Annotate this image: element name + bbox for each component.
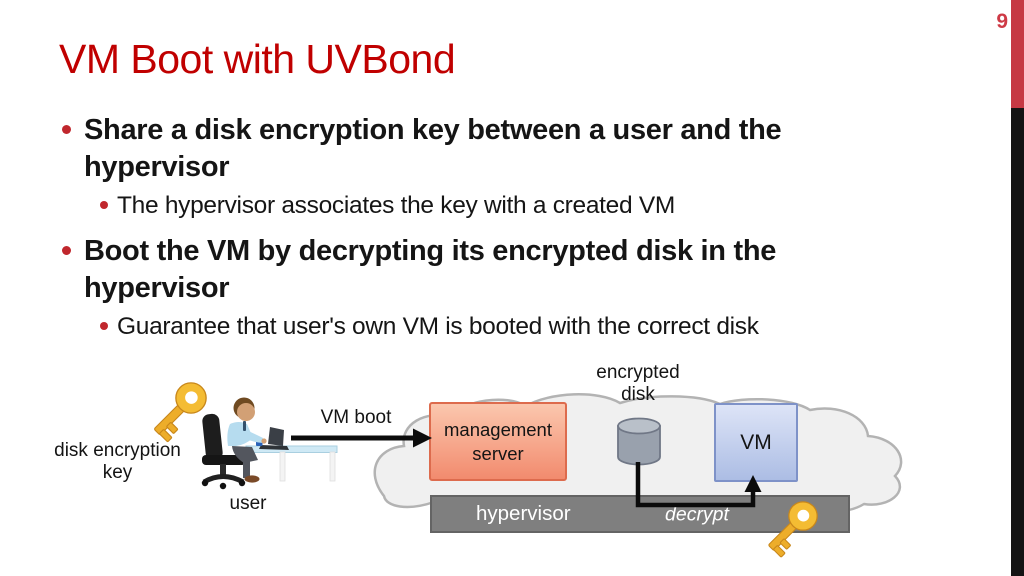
key-icon-left <box>154 382 207 443</box>
bullet-list: Share a disk encryption key between a us… <box>62 112 902 350</box>
bullet-dot <box>62 246 71 255</box>
bullet-line: The hypervisor associates the key with a… <box>117 192 675 219</box>
disk-cylinder-icon <box>617 417 661 466</box>
bullet-line: Guarantee that user's own VM is booted w… <box>117 313 759 340</box>
bullet-dot <box>100 201 108 209</box>
management-server-box: management server <box>429 402 567 481</box>
encrypted-disk-label: encrypted disk <box>578 362 698 405</box>
hypervisor-label: hypervisor <box>476 502 571 525</box>
bullet-item-1: Share a disk encryption key between a us… <box>62 112 902 186</box>
page-number: 9 <box>996 10 1008 33</box>
vm-boot-label: VM boot <box>320 407 392 428</box>
user-label: user <box>229 493 267 514</box>
label-line: key <box>102 461 133 483</box>
vm-boot-arrow <box>291 428 432 448</box>
accent-bar-red-segment <box>1011 0 1024 108</box>
bullet-line: hypervisor <box>84 272 230 304</box>
label-line: disk encryption <box>54 440 181 461</box>
accent-bar-black-segment <box>1011 108 1024 576</box>
management-server-label: management <box>444 418 552 440</box>
slide-title: VM Boot with UVBond <box>59 36 456 82</box>
bullet-item-2: Boot the VM by decrypting its encrypted … <box>62 233 902 307</box>
vm-label: VM <box>740 430 772 454</box>
bullet-line: Share a disk encryption key between a us… <box>84 114 782 146</box>
vm-box: VM <box>714 403 798 482</box>
bullet-line: Boot the VM by decrypting its encrypted … <box>84 235 777 267</box>
bullet-dot <box>62 125 71 134</box>
label-line: encrypted <box>596 362 680 383</box>
bullet-subitem-2: Guarantee that user's own VM is booted w… <box>100 312 902 342</box>
right-accent-bar <box>1011 0 1024 576</box>
label-line: disk <box>621 383 655 405</box>
bullet-line: hypervisor <box>84 151 230 183</box>
decrypt-label: decrypt <box>665 503 729 526</box>
bullet-subitem-1: The hypervisor associates the key with a… <box>100 191 902 221</box>
disk-encryption-key-label: disk encryption key <box>40 440 195 483</box>
management-server-label: server <box>472 442 524 464</box>
hypervisor-bar: hypervisor decrypt <box>430 495 850 533</box>
bullet-dot <box>100 322 108 330</box>
